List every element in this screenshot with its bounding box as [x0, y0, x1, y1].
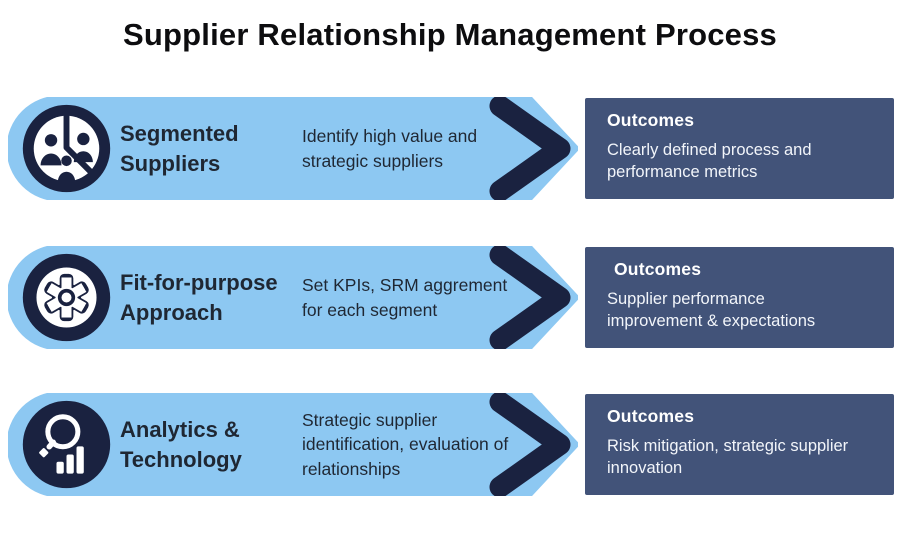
page-title: Supplier Relationship Management Process	[123, 17, 777, 52]
process-arrow-shape	[8, 393, 578, 496]
outcomes-heading: Outcomes	[614, 259, 702, 279]
outcomes-panel: Outcomes Risk mitigation, strategic supp…	[585, 394, 894, 495]
chevron-right-icon	[489, 246, 571, 349]
step-title: Fit-for-purpose Approach	[120, 270, 278, 325]
step-title: Analytics & Technology	[120, 417, 242, 472]
outcomes-heading: Outcomes	[607, 406, 695, 426]
outcomes-panel: Outcomes Supplier performance improvemen…	[585, 247, 894, 348]
chevron-right-icon	[489, 97, 571, 200]
outcomes-text: Clearly defined process and performance …	[607, 141, 812, 182]
people-glyphs	[40, 132, 93, 182]
analytics-icon	[22, 400, 111, 489]
outcomes-heading: Outcomes	[607, 110, 695, 130]
step-title: Segmented Suppliers	[120, 121, 239, 176]
outcomes-text: Supplier performance improvement & expec…	[607, 290, 816, 331]
process-arrow-shape	[8, 97, 578, 200]
magnifier-glyph	[39, 414, 81, 458]
process-arrow-shape	[8, 246, 578, 349]
step-description: Strategic supplier identification, evalu…	[302, 409, 509, 479]
arrow-body	[8, 246, 578, 349]
segmented-suppliers-icon	[22, 104, 111, 193]
process-row-fit-for-purpose: Fit-for-purpose Approach Set KPIs, SRM a…	[0, 246, 900, 349]
arrow-body	[8, 393, 578, 496]
outcomes-panel: Outcomes Clearly defined process and per…	[585, 98, 894, 199]
gear-icon	[22, 253, 111, 342]
arrow-body	[8, 97, 578, 200]
step-description: Set KPIs, SRM aggrement for each segment	[302, 275, 508, 320]
process-row-segmented-suppliers: Segmented Suppliers Identify high value …	[0, 97, 900, 200]
outcomes-text: Risk mitigation, strategic supplier inno…	[607, 437, 849, 478]
chevron-right-icon	[489, 393, 571, 496]
process-row-analytics-technology: Analytics & Technology Strategic supplie…	[0, 393, 900, 496]
bar-chart-glyph	[56, 446, 84, 474]
step-description: Identify high value and strategic suppli…	[302, 126, 478, 171]
